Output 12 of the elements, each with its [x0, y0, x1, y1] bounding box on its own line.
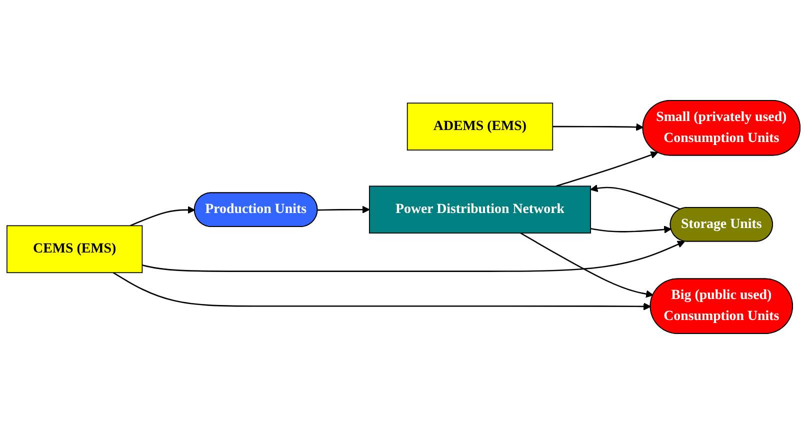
arrow [520, 232, 654, 298]
arrow [552, 123, 644, 131]
arrow [318, 206, 370, 214]
arrow [590, 226, 672, 234]
arrow [590, 184, 682, 210]
arrow [112, 272, 652, 310]
node-box: Power Distribution Network [368, 186, 591, 234]
arrow [142, 240, 685, 272]
arrow [556, 151, 658, 187]
node-box: ADEMS (EMS) [406, 102, 554, 150]
node-box: CEMS (EMS) [6, 225, 143, 274]
arrow [130, 206, 196, 226]
